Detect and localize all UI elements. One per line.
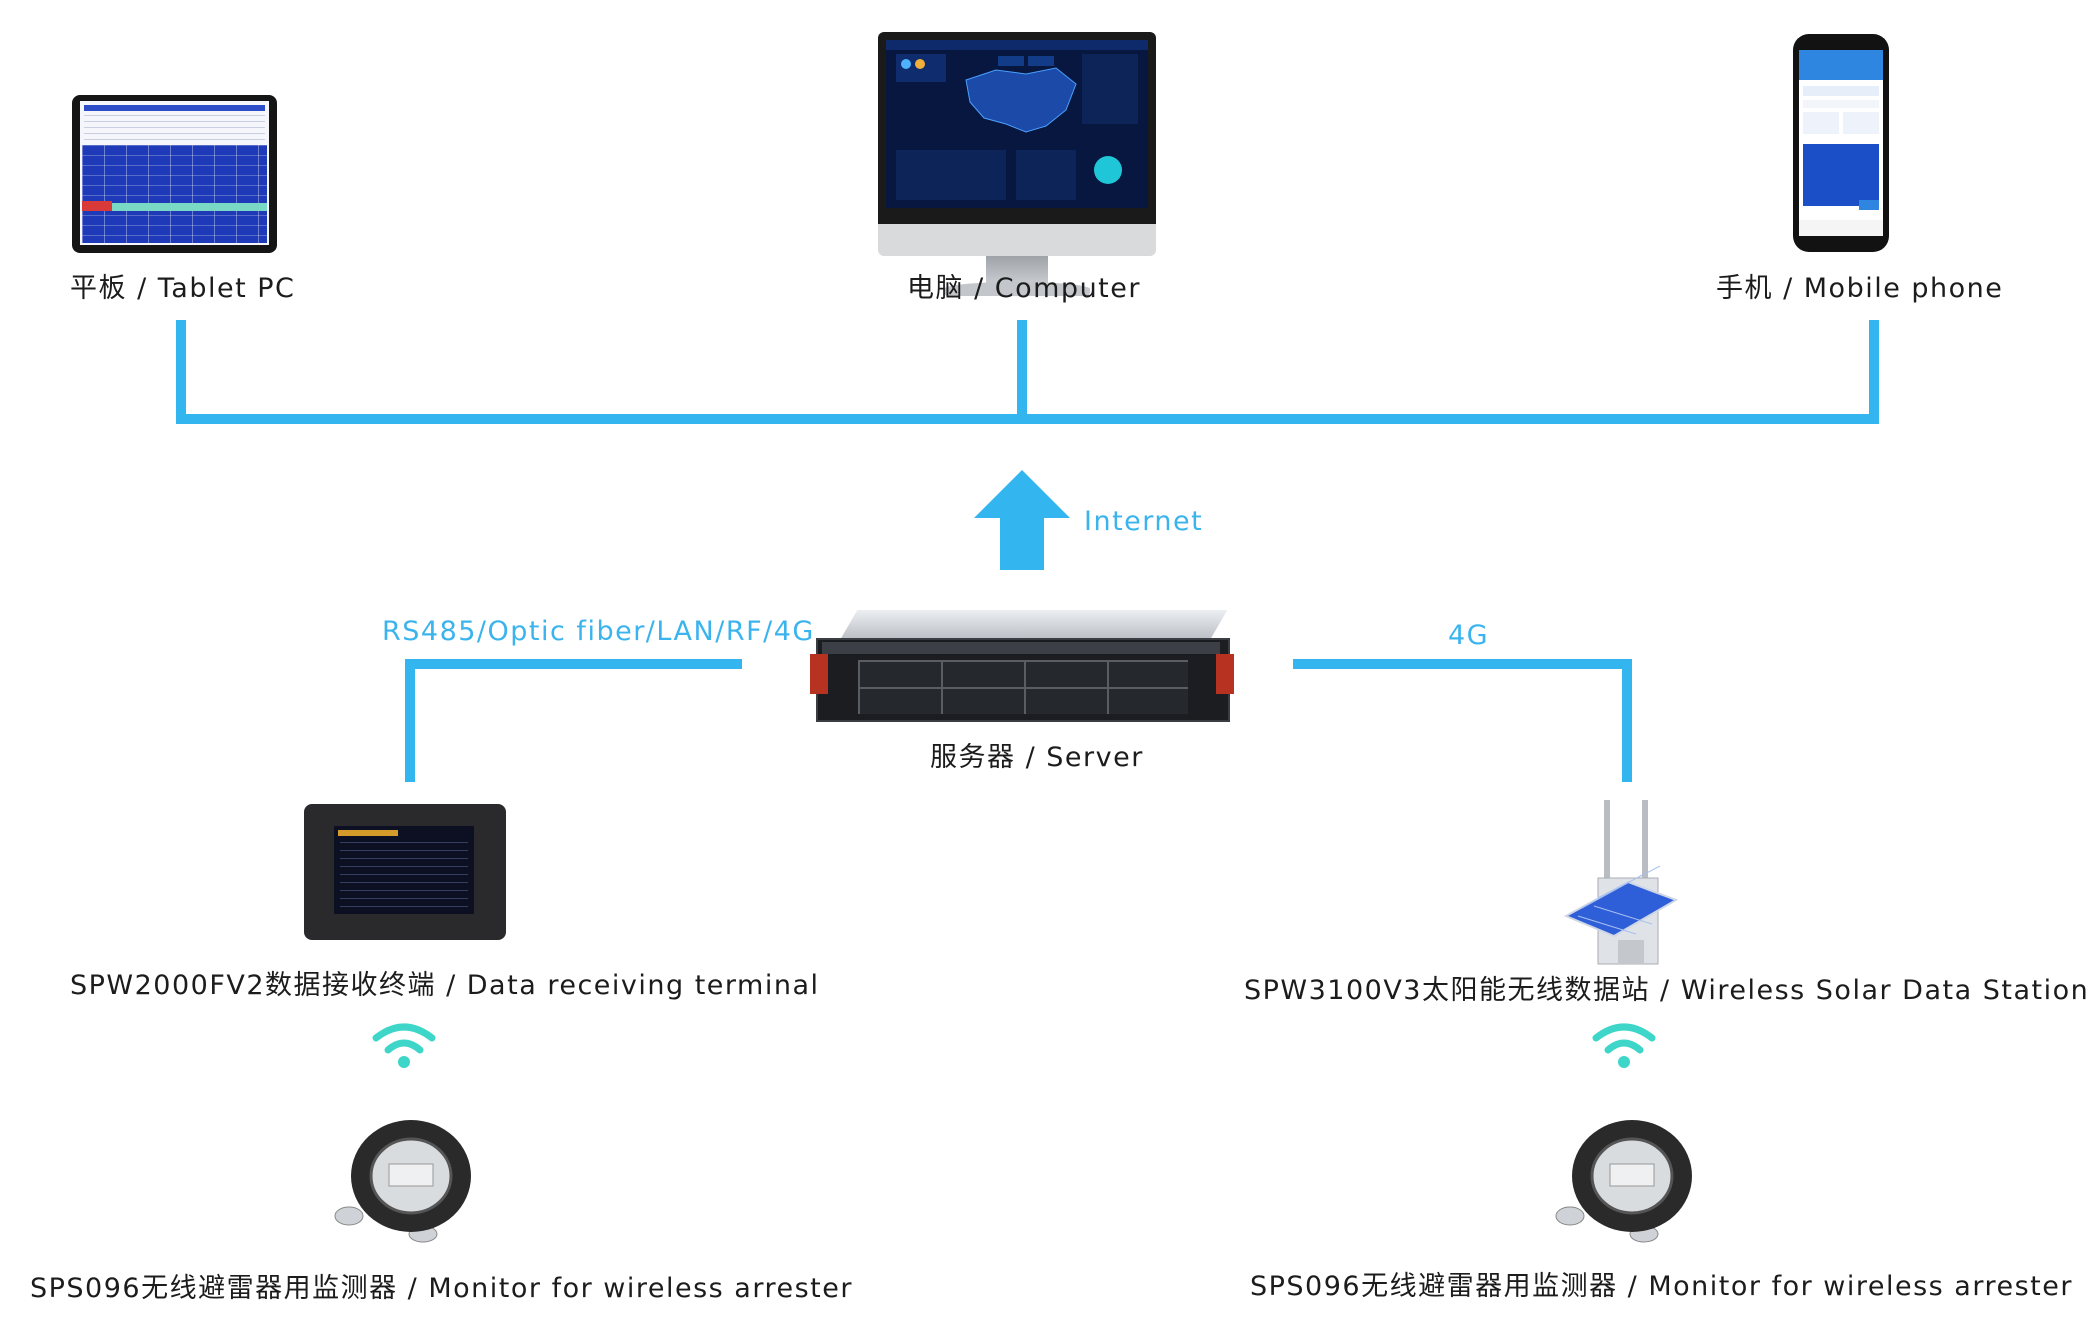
right-link-label: 4G (1448, 620, 1490, 651)
connector-right-vertical (1622, 659, 1632, 782)
server-image (810, 610, 1234, 722)
arrester-right-label: SPS096无线避雷器用监测器 / Monitor for wireless a… (1250, 1271, 2073, 1302)
connector-left-horizontal (405, 659, 742, 669)
arrester-monitor-image (334, 1120, 471, 1243)
mobile-phone-image (1793, 34, 1889, 252)
server-label: 服务器 / Server (930, 742, 1144, 773)
terminal-image (304, 804, 506, 940)
tablet-label: 平板 / Tablet PC (70, 273, 296, 304)
station-label: SPW3100V3太阳能无线数据站 / Wireless Solar Data … (1244, 975, 2089, 1006)
connector-mobile (1869, 320, 1879, 424)
terminal-label: SPW2000FV2数据接收终端 / Data receiving termin… (70, 970, 820, 1001)
connector-right-horizontal (1293, 659, 1632, 669)
arrester-monitor-image (1555, 1120, 1692, 1243)
wifi-icon (1592, 1023, 1656, 1068)
computer-image (878, 32, 1156, 296)
mobile-phone-label: 手机 / Mobile phone (1716, 273, 2004, 304)
wifi-icon (372, 1023, 436, 1068)
solar-station-image (1563, 800, 1679, 965)
connector-left-vertical (405, 659, 415, 782)
connector-computer (1017, 320, 1027, 424)
computer-label: 电脑 / Computer (907, 273, 1141, 304)
internet-label: Internet (1084, 506, 1204, 537)
connector-tablet (176, 320, 186, 424)
upload-arrow-icon (974, 470, 1070, 570)
left-link-label: RS485/Optic fiber/LAN/RF/4G (382, 616, 815, 647)
connector-bus (176, 414, 1879, 424)
arrester-left-label: SPS096无线避雷器用监测器 / Monitor for wireless a… (30, 1273, 853, 1304)
tablet-image (72, 95, 277, 253)
